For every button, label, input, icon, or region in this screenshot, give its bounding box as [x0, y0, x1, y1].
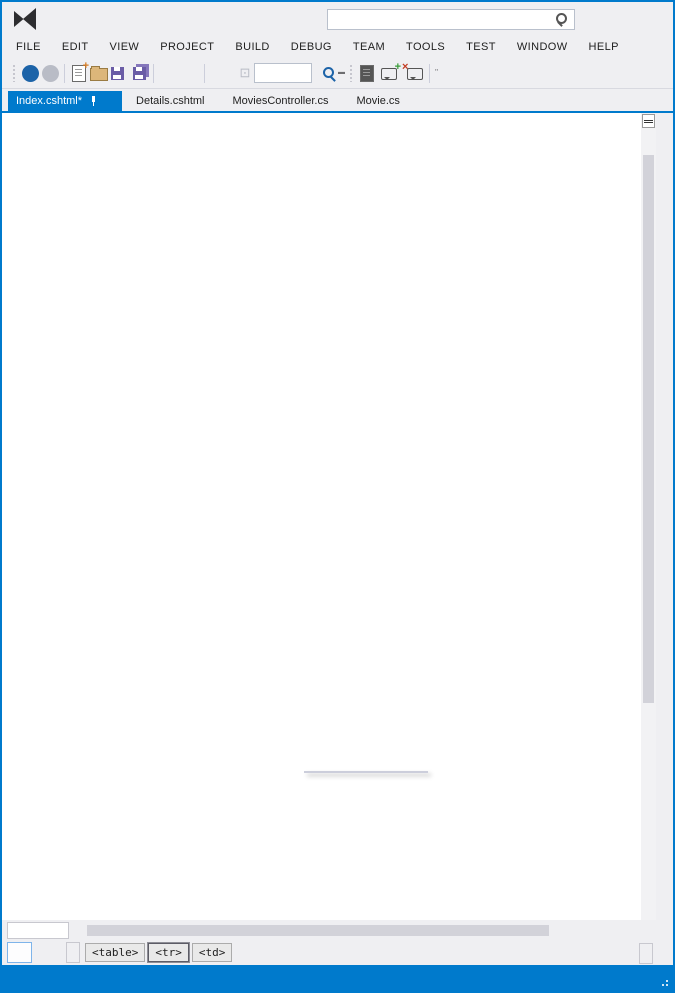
menu-item[interactable]: HELP [588, 41, 619, 53]
menu-item[interactable]: VIEW [109, 41, 140, 53]
zoom-select[interactable] [7, 921, 69, 939]
document-icon [360, 64, 374, 82]
editor-bottom-bar [2, 920, 656, 940]
resize-grip[interactable] [659, 977, 669, 987]
breadcrumb-chip[interactable]: <tr> [148, 943, 189, 962]
maximize-button[interactable] [621, 9, 641, 29]
save-all-icon [132, 66, 146, 80]
scroll-up-button[interactable] [641, 128, 656, 141]
quick-launch-input[interactable] [328, 10, 556, 28]
pin-icon[interactable] [89, 96, 98, 106]
vertical-scrollbar[interactable] [641, 113, 656, 920]
scroll-down-button[interactable] [641, 907, 656, 920]
configuration-label [259, 65, 305, 81]
toolbar-options-button[interactable]: ▬ [338, 69, 345, 76]
forward-icon [41, 64, 59, 82]
document-tab[interactable]: Details.cshtml [122, 91, 218, 111]
document-tab[interactable]: Index.cshtml* [8, 91, 123, 111]
configuration-select[interactable] [254, 63, 312, 83]
add-comment-button[interactable] [380, 61, 401, 85]
toolbar-separator [153, 63, 154, 83]
attach-button[interactable]: ⊡ [239, 65, 251, 80]
intellisense-popup [304, 771, 428, 773]
editor-column: <table><tr><td> [2, 113, 656, 965]
open-file-button[interactable] [90, 61, 108, 85]
tab-label: Movie.cs [356, 95, 400, 107]
start-debug-button[interactable] [210, 61, 236, 85]
new-file-icon [72, 60, 89, 82]
code-editor[interactable] [2, 113, 656, 920]
delete-comment-button[interactable] [402, 61, 424, 85]
redo-button[interactable] [179, 61, 197, 85]
breadcrumb: <table><tr><td> [66, 942, 233, 963]
menu-item[interactable]: WINDOW [516, 41, 568, 53]
document-tab[interactable]: Movie.cs [342, 91, 413, 111]
horizontal-scroll-thumb[interactable] [87, 924, 549, 936]
scroll-right-button[interactable] [641, 922, 654, 939]
delete-comment-icon [402, 61, 423, 80]
new-file-button[interactable] [70, 60, 89, 85]
breadcrumb-forward-button[interactable] [639, 943, 653, 964]
navigate-back-button[interactable] [21, 61, 39, 85]
quick-launch [327, 8, 575, 30]
open-folder-icon [90, 66, 108, 81]
source-button[interactable] [7, 942, 32, 963]
menu-item[interactable]: TEAM [352, 41, 386, 53]
vertical-scroll-thumb[interactable] [643, 155, 654, 703]
breadcrumb-bar: <table><tr><td> [2, 940, 656, 965]
menu-item[interactable]: BUILD [235, 41, 270, 53]
status-bar [2, 965, 673, 991]
find-in-files-button[interactable] [320, 61, 338, 85]
toolbar-separator [64, 63, 65, 83]
navigate-forward-button[interactable] [41, 61, 59, 85]
minimize-button[interactable] [595, 9, 615, 29]
solution-explorer-tab[interactable] [656, 113, 658, 118]
document-tab[interactable]: MoviesController.cs [219, 91, 343, 111]
breadcrumb-back-button[interactable] [66, 942, 80, 963]
find-icon [322, 66, 337, 81]
menu-item[interactable]: TEST [466, 41, 496, 53]
toolbar-grip[interactable] [12, 64, 17, 82]
save-all-button[interactable] [130, 61, 148, 85]
breadcrumb-chip[interactable]: <td> [191, 943, 233, 962]
scroll-left-button[interactable] [71, 922, 84, 939]
back-icon [21, 64, 39, 82]
side-panel-strip [656, 113, 673, 965]
tab-label: Index.cshtml* [16, 95, 83, 107]
vertical-scroll-track[interactable] [641, 141, 656, 907]
toolbar-grip[interactable] [349, 64, 354, 82]
title-bar [2, 2, 673, 36]
toolbar: ⊡ ▬ '' [2, 58, 673, 89]
menu-bar: FILE EDIT VIEW PROJECT BUILD DEBUG TEAM TOOLS TE… [2, 36, 673, 58]
menu-item[interactable]: FILE [16, 41, 41, 53]
page-inspector-button[interactable] [358, 61, 376, 85]
vs-logo [14, 8, 36, 30]
toolbar-separator [204, 63, 205, 83]
tab-label: Details.cshtml [136, 95, 205, 107]
menu-item[interactable]: PROJECT [160, 41, 215, 53]
tab-label: MoviesController.cs [232, 95, 329, 107]
add-comment-icon [381, 61, 401, 80]
menu-item[interactable]: DEBUG [290, 41, 332, 53]
close-button[interactable] [647, 9, 667, 29]
menu-item[interactable]: EDIT [61, 41, 89, 53]
splitter-button[interactable] [642, 114, 655, 128]
menu-item[interactable]: TOOLS [406, 41, 446, 53]
tab-close-icon[interactable] [104, 95, 116, 107]
breadcrumb-chip[interactable]: <table> [85, 943, 146, 962]
tab-bar: Index.cshtml* Details.cshtml MoviesContr… [2, 89, 673, 113]
horizontal-scrollbar[interactable] [71, 922, 654, 939]
search-icon[interactable] [556, 12, 570, 26]
undo-button[interactable] [159, 61, 177, 85]
save-icon [110, 66, 124, 80]
toolbar-overflow-button[interactable]: '' [435, 68, 439, 77]
toolbar-separator [429, 63, 430, 83]
save-button[interactable] [108, 61, 126, 85]
